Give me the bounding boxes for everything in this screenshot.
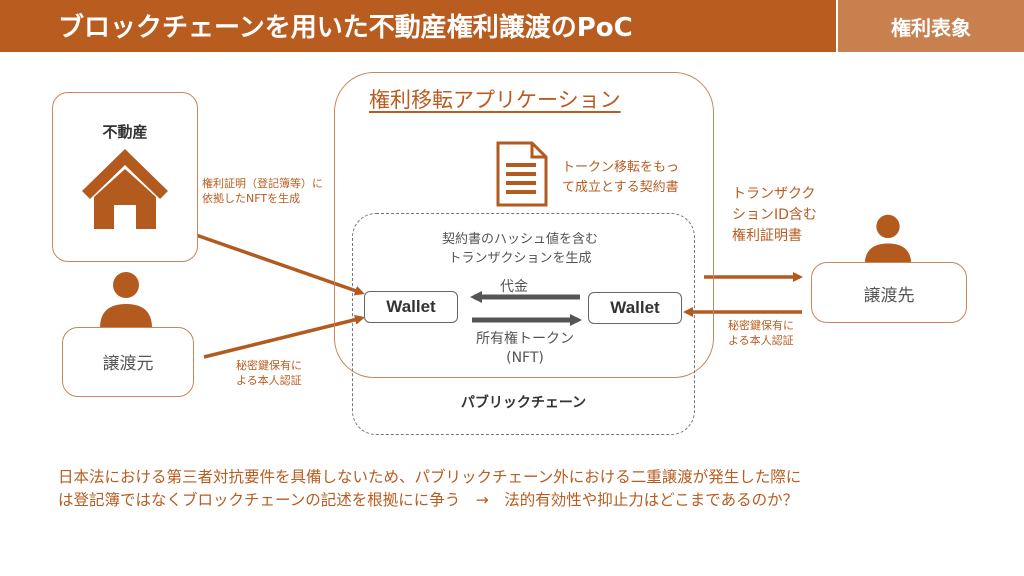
- transferor-wallet: Wallet: [364, 291, 458, 323]
- contract-caption-line1: トークン移転をもっ: [562, 160, 680, 175]
- transferee-auth-line2: よる本人認証: [728, 334, 794, 347]
- app-box: [334, 72, 714, 378]
- token-label-line2: (NFT): [506, 350, 544, 366]
- contract-caption: トークン移転をもっ て成立とする契約書: [562, 158, 679, 198]
- transferee-auth-note: 秘密鍵保有に よる本人認証: [728, 318, 794, 348]
- house-icon: [80, 147, 170, 235]
- certificate-note: トランザクク ションID含む 権利証明書: [732, 184, 817, 247]
- nft-note: 権利証明（登記簿等）に 依拠したNFTを生成: [202, 176, 323, 206]
- transferor-person-icon: [98, 270, 154, 332]
- transferee-box: [811, 262, 967, 323]
- property-box: [52, 92, 198, 262]
- certificate-note-line1: トランザクク: [732, 186, 816, 202]
- transferor-box: [62, 327, 194, 397]
- footer-note: 日本法における第三者対抗要件を具備しないため、パブリックチェーン外における二重譲…: [58, 466, 1008, 512]
- tx-caption-line1: 契約書のハッシュ値を含む: [441, 232, 598, 247]
- nft-note-line1: 権利証明（登記簿等）に: [202, 177, 323, 190]
- certificate-note-line2: ションID含む: [732, 207, 817, 223]
- transferee-label: 譲渡先: [863, 286, 915, 306]
- token-label: 所有権トークン (NFT): [450, 330, 600, 368]
- certificate-note-line3: 権利証明書: [732, 228, 802, 244]
- transferor-auth-line1: 秘密鍵保有に: [236, 359, 302, 372]
- footer-line2: は登記簿ではなくブロックチェーンの記述を根拠にに争う → 法的有効性や抑止力はど…: [58, 491, 799, 509]
- transferee-auth-line1: 秘密鍵保有に: [728, 319, 794, 332]
- payment-label: 代金: [500, 279, 528, 295]
- tx-caption-line2: トランザクションを生成: [448, 251, 592, 266]
- transferor-auth-line2: よる本人認証: [236, 374, 302, 387]
- category-tag: 権利表象: [838, 0, 1024, 52]
- token-label-line1: 所有権トークン: [476, 331, 574, 347]
- public-chain-label: パブリックチェーン: [460, 395, 587, 411]
- transferee-wallet: Wallet: [588, 292, 682, 324]
- footer-line1: 日本法における第三者対抗要件を具備しないため、パブリックチェーン外における二重譲…: [58, 468, 802, 486]
- title-bar: [0, 0, 836, 52]
- page-title: ブロックチェーンを用いた不動産権利譲渡のPoC: [58, 13, 633, 43]
- contract-caption-line2: て成立とする契約書: [562, 180, 679, 195]
- transferor-label: 譲渡元: [102, 354, 154, 374]
- tx-caption: 契約書のハッシュ値を含む トランザクションを生成: [400, 230, 640, 268]
- transferor-auth-arrow: [203, 314, 365, 359]
- app-title: 権利移転アプリケーション: [369, 88, 621, 112]
- transferee-person-icon: [862, 213, 914, 269]
- property-label: 不動産: [102, 123, 148, 141]
- transferor-auth-note: 秘密鍵保有に よる本人認証: [236, 358, 302, 388]
- nft-note-line2: 依拠したNFTを生成: [202, 192, 301, 205]
- document-icon: [496, 141, 548, 211]
- public-chain-box: [352, 213, 695, 435]
